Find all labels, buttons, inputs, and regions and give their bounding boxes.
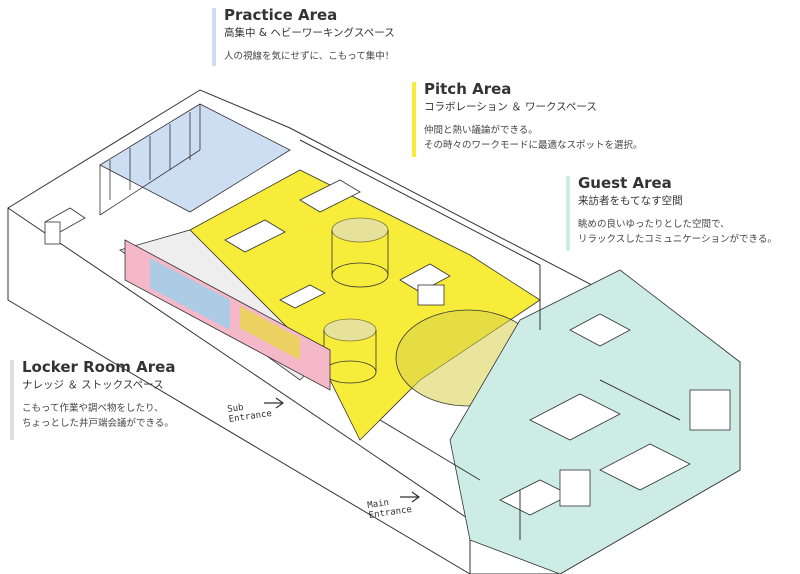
locker-furniture	[44, 207, 86, 245]
locker-area-bar	[10, 360, 14, 440]
practice-area-description: 人の視線を気にせずに、こもって集中！	[224, 49, 395, 64]
guest-area-bar	[566, 176, 570, 251]
guest-area-desc-line: リラックスしたコミュニケーションができる。	[578, 234, 777, 245]
guest-area-desc-line: 眺めの良いゆったりとした空間で、	[578, 219, 730, 230]
practice-booths	[99, 104, 201, 216]
guest-area-subtitle: 来訪者をもてなす空間	[578, 195, 683, 207]
main-entrance-arrow-icon	[400, 491, 421, 503]
locker-area-desc-line: こもって作業や調べ物をしたり、	[22, 403, 164, 414]
pitch-area-title: Pitch Area	[424, 80, 512, 98]
pitch-area-subtitle: コラボレーション ＆ ワークスペース	[424, 101, 597, 113]
practice-area-floor	[99, 103, 291, 213]
practice-area-title: Practice Area	[224, 6, 338, 24]
locker-area-title: Locker Room Area	[22, 358, 176, 376]
guest-area-callout: Guest Area 来訪者をもてなす空間 眺めの良いゆったりとした空間で、 リ…	[566, 174, 777, 251]
pitch-furniture	[224, 179, 451, 309]
pitch-area-desc-line: その時々のワークモードに最適なスポットを選択。	[424, 140, 643, 151]
guest-area-description: 眺めの良いゆったりとした空間で、 リラックスしたコミュニケーションができる。	[578, 217, 777, 247]
locker-area-description: こもって作業や調べ物をしたり、 ちょっとした井戸端会議ができる。	[22, 401, 175, 431]
locker-area-subtitle: ナレッジ ＆ ストックスペース	[22, 379, 164, 391]
guest-area-title: Guest Area	[578, 174, 672, 192]
practice-area-bar	[212, 8, 216, 66]
pitch-area-description: 仲間と熱い議論ができる。 その時々のワークモードに最適なスポットを選択。	[424, 123, 643, 153]
sub-entrance-arrow-icon	[264, 397, 285, 409]
art-wall-accent-2	[240, 306, 300, 360]
pitch-area-callout: Pitch Area コラボレーション ＆ ワークスペース 仲間と熱い議論ができ…	[412, 80, 643, 157]
guest-furniture	[499, 313, 731, 516]
practice-area-desc-line: 人の視線を気にせずに、こもって集中！	[224, 51, 395, 62]
pitch-area-desc-line: 仲間と熱い議論ができる。	[424, 125, 538, 136]
interior-walls	[299, 139, 681, 540]
practice-area-callout: Practice Area 高集中 & ヘビーワーキングスペース 人の視線を気に…	[212, 6, 395, 66]
locker-area-callout: Locker Room Area ナレッジ ＆ ストックスペース こもって作業や…	[10, 358, 176, 440]
pitch-area-bar	[412, 82, 416, 157]
practice-area-subtitle: 高集中 & ヘビーワーキングスペース	[224, 27, 395, 39]
locker-area-desc-line: ちょっとした井戸端会議ができる。	[22, 418, 174, 429]
art-wall-accent	[150, 258, 230, 330]
